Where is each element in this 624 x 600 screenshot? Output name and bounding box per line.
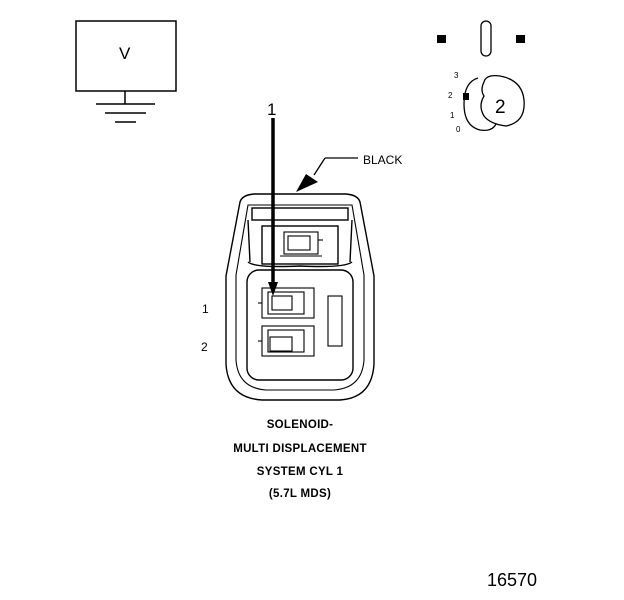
connector-body <box>225 193 375 401</box>
selector-knob-icon <box>463 74 525 132</box>
probe-number: 1 <box>267 100 277 119</box>
caption-line-2: MULTI DISPLACEMENT <box>233 443 367 455</box>
caption-line-4: (5.7L MDS) <box>268 488 332 500</box>
connector-latch <box>280 231 323 257</box>
caption-line-3: SYSTEM CYL 1 <box>256 466 344 478</box>
pin-1-terminal <box>258 287 315 319</box>
selector-scale-2: 2 <box>448 91 453 100</box>
voltmeter-label: V <box>119 44 131 63</box>
probe-arrow <box>268 118 278 296</box>
selector-scale-1: 1 <box>450 111 455 120</box>
black-leader <box>296 157 358 192</box>
voltmeter-symbol <box>75 20 177 123</box>
knob-slots <box>437 20 525 57</box>
connector-side-key <box>327 295 343 347</box>
selector-position-number: 2 <box>495 97 506 118</box>
wire-color-label: BLACK <box>363 153 403 167</box>
pin-2-label: 2 <box>201 340 208 354</box>
pin-2-terminal <box>258 325 315 357</box>
pin-1-label: 1 <box>202 302 209 316</box>
caption-line-1: SOLENOID- <box>266 419 334 431</box>
selector-scale-3: 3 <box>454 71 459 80</box>
selector-scale-0: 0 <box>456 125 461 134</box>
figure-number: 16570 <box>487 570 538 590</box>
